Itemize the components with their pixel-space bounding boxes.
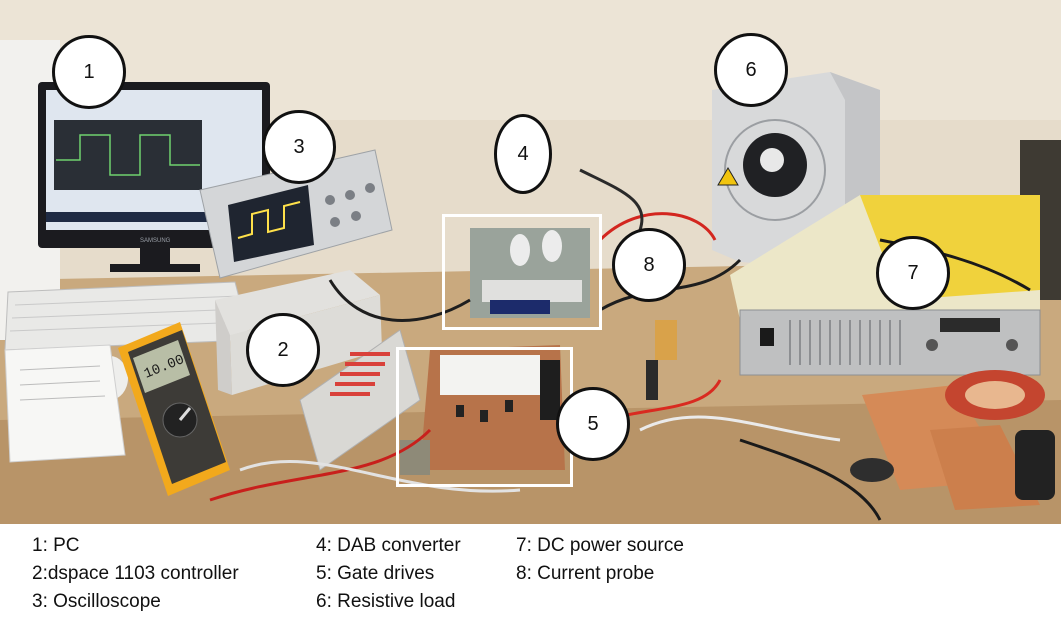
oscilloscope [199, 149, 393, 279]
dab-converter [470, 228, 590, 318]
legend: 1: PC 2:dspace 1103 controller 3: Oscill… [0, 524, 1061, 632]
legend-column-3: 7: DC power source 8: Current probe [516, 532, 684, 588]
monitor-brand-label: SAMSUNG [140, 238, 171, 244]
marker-8: 8 [612, 228, 686, 302]
marker-7: 7 [876, 236, 950, 310]
marker-4: 4 [494, 114, 552, 194]
legend-item-dab-converter: 4: DAB converter [316, 535, 461, 556]
legend-column-2: 4: DAB converter 5: Gate drives 6: Resis… [316, 532, 461, 616]
legend-item-resistive-load: 6: Resistive load [316, 591, 456, 612]
dab-converter-highlight-box [442, 214, 602, 330]
legend-item-gate-drives: 5: Gate drives [316, 563, 435, 584]
legend-column-1: 1: PC 2:dspace 1103 controller 3: Oscill… [32, 532, 239, 616]
legend-item-dc-power-source: 7: DC power source [516, 535, 684, 556]
marker-6: 6 [714, 33, 788, 107]
multimeter: 10.00 [118, 322, 230, 496]
marker-5: 5 [556, 387, 630, 461]
marker-2: 2 [246, 313, 320, 387]
marker-3: 3 [262, 110, 336, 184]
marker-1: 1 [52, 35, 126, 109]
current-probe [646, 320, 677, 400]
gate-drives-highlight-box [396, 347, 573, 487]
legend-item-pc: 1: PC [32, 535, 80, 556]
legend-item-dspace: 2:dspace 1103 controller [32, 563, 239, 584]
lab-setup-photo: SAMSUNG [0, 0, 1061, 524]
legend-item-oscilloscope: 3: Oscilloscope [32, 591, 161, 612]
legend-item-current-probe: 8: Current probe [516, 563, 655, 584]
gate-drive-board [400, 345, 565, 475]
